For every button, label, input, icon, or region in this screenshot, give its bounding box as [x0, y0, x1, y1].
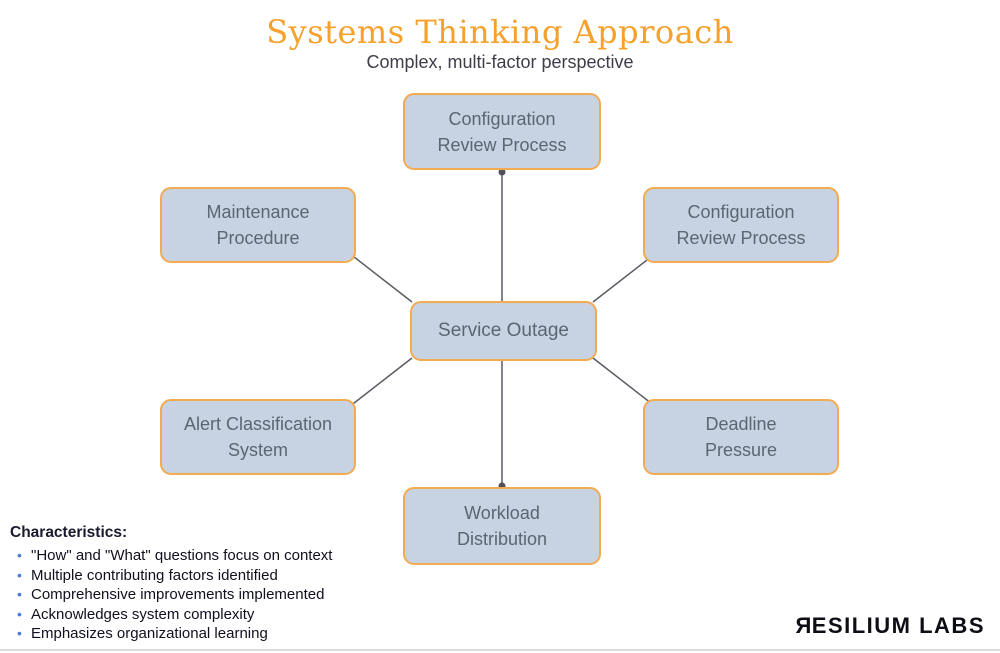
- list-item-text: Emphasizes organizational learning: [31, 625, 268, 643]
- node-label: Maintenance Procedure: [206, 202, 310, 248]
- characteristics-section: Characteristics: • "How" and "What" ques…: [10, 524, 430, 644]
- node-label: Service Outage: [438, 320, 569, 341]
- list-item: • Acknowledges system complexity: [10, 605, 430, 625]
- bullet-icon: •: [17, 625, 22, 642]
- connector-line-bottom-right: [592, 357, 657, 408]
- list-item: • "How" and "What" questions focus on co…: [10, 546, 430, 566]
- node-label: Configuration Review Process: [676, 202, 806, 248]
- list-item-text: Acknowledges system complexity: [31, 605, 255, 623]
- resilium-labs-logo: RESILIUM LABS: [794, 613, 985, 639]
- list-item: • Multiple contributing factors identifi…: [10, 566, 430, 586]
- logo-text: ESILIUM LABS: [811, 613, 985, 638]
- connector-line-top-right: [592, 252, 657, 303]
- bullet-icon: •: [17, 586, 22, 603]
- node-maintenance-procedure: Maintenance Procedure: [160, 187, 356, 263]
- bottom-divider: [0, 649, 1000, 651]
- connector-line-bottom-left: [348, 357, 413, 408]
- list-item-text: Multiple contributing factors identified: [31, 566, 278, 584]
- node-alert-classification-system: Alert Classification System: [160, 399, 356, 475]
- list-item-text: Comprehensive improvements implemented: [31, 586, 325, 604]
- page-title: Systems Thinking Approach: [266, 13, 734, 51]
- node-label: Deadline Pressure: [704, 414, 778, 460]
- node-label: Alert Classification System: [183, 414, 333, 460]
- node-label: Workload Distribution: [456, 503, 548, 549]
- node-service-outage: Service Outage: [410, 301, 597, 361]
- node-workload-distribution: Workload Distribution: [403, 487, 601, 565]
- list-item: • Comprehensive improvements implemented: [10, 585, 430, 605]
- characteristics-heading: Characteristics:: [10, 524, 128, 541]
- characteristics-list: • "How" and "What" questions focus on co…: [10, 546, 430, 644]
- bullet-icon: •: [17, 605, 22, 622]
- list-item-text: "How" and "What" questions focus on cont…: [31, 547, 333, 564]
- connector-line-top-left: [348, 252, 413, 303]
- node-configuration-review-process-top: Configuration Review Process: [403, 93, 601, 170]
- list-item: • Emphasizes organizational learning: [10, 624, 430, 644]
- node-label: Configuration Review Process: [437, 108, 567, 155]
- page-subtitle: Complex, multi-factor perspective: [366, 52, 634, 72]
- connector-dot-top: [498, 168, 506, 176]
- node-deadline-pressure: Deadline Pressure: [643, 399, 839, 475]
- header: Systems Thinking Approach Complex, multi…: [0, 14, 1000, 73]
- bullet-icon: •: [17, 547, 22, 563]
- node-configuration-review-process-right: Configuration Review Process: [643, 187, 839, 263]
- bullet-icon: •: [17, 566, 22, 583]
- logo-letter-r: R: [794, 613, 812, 638]
